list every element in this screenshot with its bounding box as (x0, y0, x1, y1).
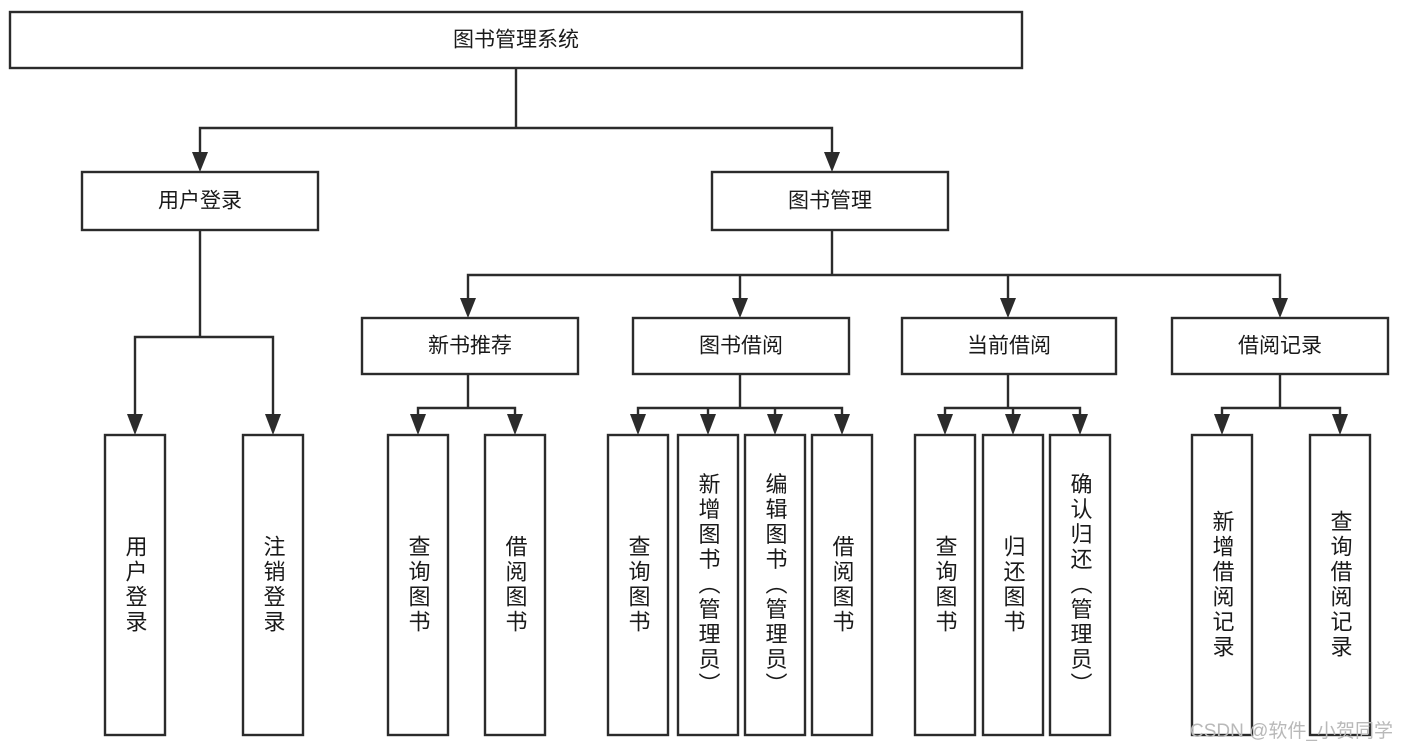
node-leaf-confirm-return-label: 确认归还（管理员） (1068, 473, 1093, 698)
arrow-to-leaf-edit-book (767, 414, 783, 435)
node-leaf-borrow-book-a[interactable]: 借阅图书 (483, 433, 547, 737)
node-leaf-query-book-b[interactable]: 查询图书 (606, 433, 670, 737)
arrow-to-user-login (192, 152, 208, 172)
node-borrow-record[interactable]: 借阅记录 (1170, 316, 1390, 376)
node-leaf-query-book-b-box (606, 433, 670, 737)
node-new-book-recommend-box (360, 316, 580, 376)
node-user-login[interactable]: 用户登录 (80, 170, 320, 232)
node-leaf-return-book-label: 归还图书 (1001, 535, 1026, 635)
node-leaf-add-book-label: 新增图书（管理员） (696, 473, 721, 698)
node-leaf-confirm-return[interactable]: 确认归还（管理员） (1048, 433, 1112, 737)
node-leaf-borrow-book-a-label: 借阅图书 (503, 535, 528, 635)
connector-root-bus (198, 66, 834, 162)
connector-new-book-recommend-bus (416, 372, 517, 424)
connector-book-manage-bus (466, 228, 1282, 308)
connector-borrow-record-bus (1220, 372, 1342, 424)
node-leaf-query-book-c[interactable]: 查询图书 (913, 433, 977, 737)
node-leaf-add-borrow-record[interactable]: 新增借阅记录 (1190, 433, 1254, 737)
watermark: CSDN @软件_小贺同学 (1190, 721, 1393, 742)
arrow-to-book-borrow (732, 298, 748, 318)
node-current-borrow[interactable]: 当前借阅 (900, 316, 1118, 376)
arrow-to-borrow-record (1272, 298, 1288, 318)
node-leaf-confirm-return-box (1048, 433, 1112, 737)
node-user-login-box (80, 170, 320, 232)
node-leaf-return-book-box (981, 433, 1045, 737)
node-leaf-user-login-box (103, 433, 167, 737)
arrow-to-leaf-query-book-a (410, 414, 426, 435)
arrow-to-leaf-confirm-return (1072, 414, 1088, 435)
node-book-manage-label: 图书管理 (788, 190, 872, 213)
node-leaf-query-book-c-box (913, 433, 977, 737)
node-leaf-borrow-book-b-label: 借阅图书 (830, 535, 855, 635)
connectors-layer (127, 66, 1348, 435)
arrow-to-leaf-user-login (127, 414, 143, 435)
node-leaf-query-book-a-box (386, 433, 450, 737)
node-leaf-query-book-a-label: 查询图书 (406, 535, 431, 635)
node-leaf-query-book-c-label: 查询图书 (933, 535, 958, 635)
node-borrow-record-box (1170, 316, 1390, 376)
arrow-to-leaf-add-borrow-record (1214, 414, 1230, 435)
node-current-borrow-box (900, 316, 1118, 376)
arrow-to-current-borrow (1000, 298, 1016, 318)
node-leaf-logout[interactable]: 注销登录 (241, 433, 305, 737)
arrow-to-leaf-borrow-book-a (507, 414, 523, 435)
arrow-to-new-book-recommend (460, 298, 476, 318)
node-book-borrow[interactable]: 图书借阅 (631, 316, 851, 376)
arrow-to-leaf-query-book-c (937, 414, 953, 435)
node-leaf-query-book-a[interactable]: 查询图书 (386, 433, 450, 737)
arrow-to-book-manage (824, 152, 840, 172)
node-root-system-box (8, 10, 1024, 70)
node-leaf-add-borrow-record-label: 新增借阅记录 (1210, 510, 1235, 660)
arrow-to-leaf-return-book (1005, 414, 1021, 435)
node-leaf-query-borrow-record[interactable]: 查询借阅记录 (1308, 433, 1372, 737)
arrow-to-leaf-logout (265, 414, 281, 435)
node-leaf-borrow-book-b[interactable]: 借阅图书 (810, 433, 874, 737)
connector-user-login-bus (133, 228, 275, 424)
arrow-to-leaf-borrow-book-b (834, 414, 850, 435)
node-borrow-record-label: 借阅记录 (1238, 335, 1322, 358)
node-leaf-edit-book-box (743, 433, 807, 737)
connector-book-borrow-bus (636, 372, 844, 424)
node-current-borrow-label: 当前借阅 (967, 335, 1051, 358)
arrow-to-leaf-add-book (700, 414, 716, 435)
node-leaf-add-book-box (676, 433, 740, 737)
node-leaf-edit-book[interactable]: 编辑图书（管理员） (743, 433, 807, 737)
node-book-borrow-box (631, 316, 851, 376)
node-leaf-borrow-book-b-box (810, 433, 874, 737)
arrow-to-leaf-query-book-b (630, 414, 646, 435)
node-book-borrow-label: 图书借阅 (699, 335, 783, 358)
node-new-book-recommend[interactable]: 新书推荐 (360, 316, 580, 376)
node-leaf-add-borrow-record-box (1190, 433, 1254, 737)
node-leaf-edit-book-label: 编辑图书（管理员） (763, 473, 788, 698)
node-leaf-query-book-b-label: 查询图书 (626, 535, 651, 635)
node-book-manage-box (710, 170, 950, 232)
node-root-system[interactable]: 图书管理系统 (8, 10, 1024, 70)
node-root-system-label: 图书管理系统 (453, 29, 579, 52)
node-leaf-logout-box (241, 433, 305, 737)
node-leaf-query-borrow-record-box (1308, 433, 1372, 737)
node-new-book-recommend-label: 新书推荐 (428, 335, 512, 358)
node-leaf-borrow-book-a-box (483, 433, 547, 737)
node-leaf-user-login-label: 用户登录 (123, 535, 148, 635)
node-user-login-label: 用户登录 (158, 190, 242, 213)
arrow-to-leaf-query-borrow-record (1332, 414, 1348, 435)
node-leaf-user-login[interactable]: 用户登录 (103, 433, 167, 737)
node-leaf-query-borrow-record-label: 查询借阅记录 (1328, 510, 1353, 660)
node-book-manage[interactable]: 图书管理 (710, 170, 950, 232)
node-leaf-logout-label: 注销登录 (261, 535, 286, 635)
node-leaf-add-book[interactable]: 新增图书（管理员） (676, 433, 740, 737)
node-leaf-return-book[interactable]: 归还图书 (981, 433, 1045, 737)
